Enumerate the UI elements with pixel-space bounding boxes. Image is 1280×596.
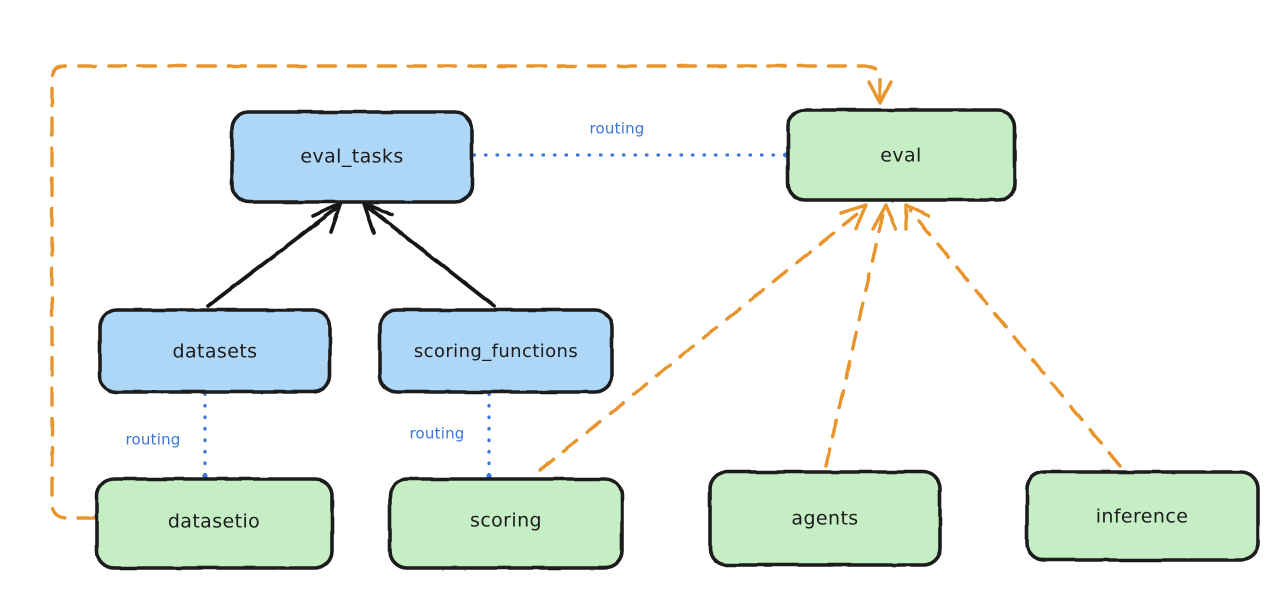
node-eval-tasks-shape bbox=[230, 110, 474, 204]
node-agents-shape bbox=[708, 470, 942, 567]
node-datasetio-shape bbox=[95, 477, 334, 570]
edge-datasets-routing bbox=[202, 392, 208, 479]
node-inference-shape bbox=[1025, 470, 1260, 562]
edge-scoring-functions-routing bbox=[486, 392, 492, 479]
node-inference[interactable]: inference bbox=[1025, 470, 1260, 562]
node-scoring[interactable]: scoring bbox=[388, 477, 624, 570]
edge-label-routing-eval-tasks: routing bbox=[590, 120, 645, 138]
node-datasetio-label: datasetio bbox=[168, 511, 260, 533]
node-datasets[interactable]: datasets bbox=[98, 308, 332, 394]
edge-datasets-eval-tasks bbox=[206, 201, 343, 308]
edge-inference-eval bbox=[904, 203, 1122, 468]
edge-scoring-functions-eval-tasks bbox=[362, 201, 496, 308]
node-eval-label: eval bbox=[880, 145, 921, 167]
edge-label-routing-datasets: routing bbox=[126, 431, 181, 449]
node-agents-label: agents bbox=[791, 508, 858, 530]
node-scoring-functions-shape bbox=[378, 308, 614, 394]
node-eval[interactable]: eval bbox=[786, 108, 1017, 202]
node-eval-shape bbox=[786, 108, 1017, 202]
node-eval-tasks-label: eval_tasks bbox=[300, 146, 403, 168]
edge-eval-tasks-routing bbox=[472, 152, 790, 158]
node-inference-label: inference bbox=[1096, 506, 1189, 528]
node-scoring-functions[interactable]: scoring_functions bbox=[378, 308, 614, 394]
node-datasets-shape bbox=[98, 308, 332, 394]
edge-scoring-eval bbox=[538, 203, 868, 472]
edge-datasetio-eval bbox=[50, 64, 893, 520]
node-agents[interactable]: agents bbox=[708, 470, 942, 567]
node-scoring-shape bbox=[388, 477, 624, 570]
node-eval-tasks[interactable]: eval_tasks bbox=[230, 110, 474, 204]
node-scoring-functions-label: scoring_functions bbox=[414, 341, 578, 362]
node-datasetio[interactable]: datasetio bbox=[95, 477, 334, 570]
edge-agents-eval bbox=[824, 203, 898, 468]
node-datasets-label: datasets bbox=[173, 341, 258, 363]
edge-label-routing-scoring-functions: routing bbox=[410, 425, 465, 443]
node-scoring-label: scoring bbox=[470, 510, 542, 532]
